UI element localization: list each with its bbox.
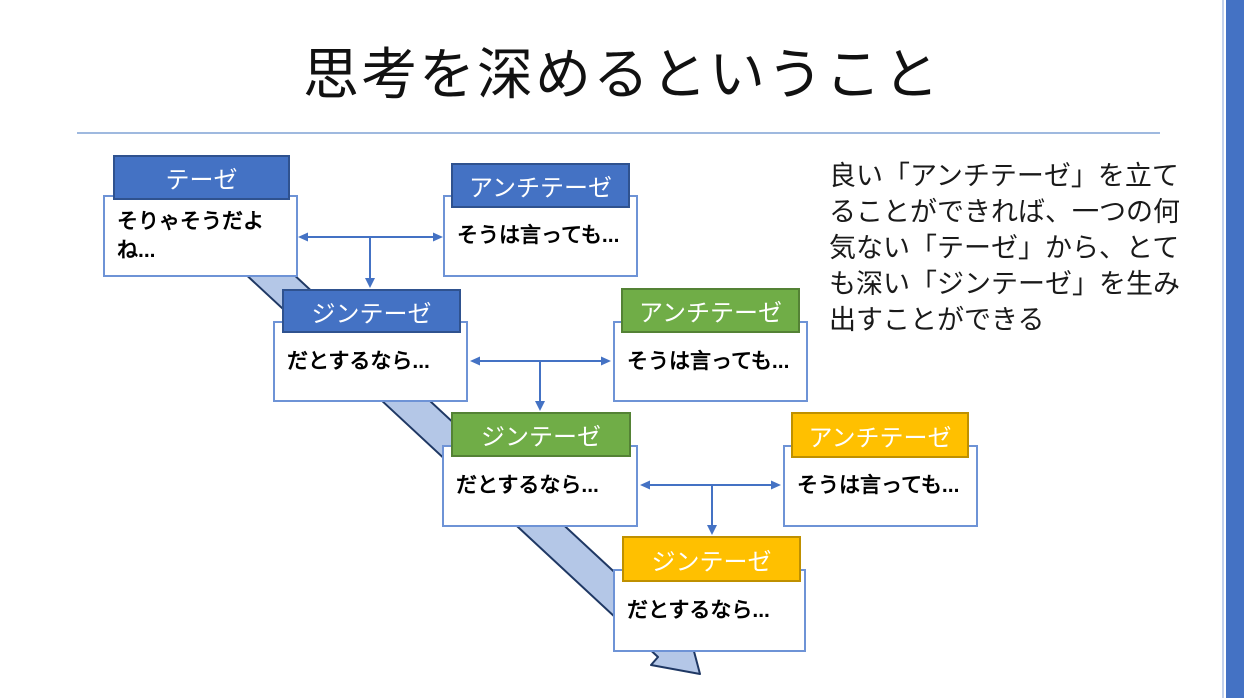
right-accent-line xyxy=(1222,0,1224,698)
antithesis-box-3-header: アンチテーゼ xyxy=(791,412,969,458)
synthesis-box-1-header: ジンテーゼ xyxy=(282,289,461,333)
antithesis-box-1-header: アンチテーゼ xyxy=(451,163,630,208)
antithesis-box-3-body: そうは言っても... xyxy=(783,445,978,527)
title-divider xyxy=(77,132,1160,134)
synthesis-box-1-body: だとするなら... xyxy=(273,321,468,402)
note-text: 良い「アンチテーゼ」を立てることができれば、一つの何気ない「テーゼ」から、とても… xyxy=(829,161,1180,335)
double-arrow-connector-1 xyxy=(298,232,443,288)
right-accent-bar xyxy=(1226,0,1244,698)
antithesis-box-2-header: アンチテーゼ xyxy=(621,288,800,333)
synthesis-box-2-header: ジンテーゼ xyxy=(451,412,631,457)
slide-title: 思考を深めるということ xyxy=(303,43,941,106)
thesis-box-body: そりゃそうだよね... xyxy=(103,195,298,277)
double-arrow-connector-2 xyxy=(470,356,611,411)
antithesis-box-2-body: そうは言っても... xyxy=(613,321,808,402)
thesis-box-header: テーゼ xyxy=(113,155,290,200)
synthesis-box-3-header: ジンテーゼ xyxy=(622,536,801,582)
double-arrow-connector-3 xyxy=(640,480,781,535)
synthesis-box-2-body: だとするなら... xyxy=(442,445,638,527)
